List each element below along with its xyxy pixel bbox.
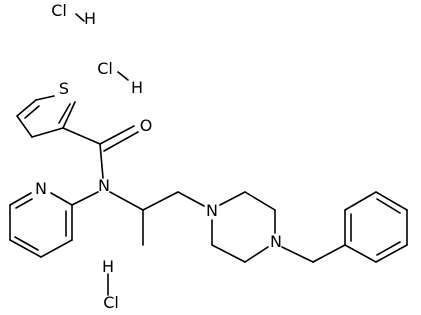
ring-bond: [31, 127, 64, 138]
sulfur-label: S: [59, 79, 69, 98]
n-c-bond: [71, 191, 99, 206]
c-n-bond: [99, 143, 104, 179]
c-o-double-bond: [99, 125, 135, 145]
ring-double-bond: [24, 105, 40, 119]
ring-bond: [211, 244, 246, 263]
hydrogen-label: H: [102, 257, 114, 276]
ring-bond: [50, 192, 73, 206]
c-c-bond: [142, 191, 179, 211]
h-cl-bond: [75, 13, 85, 22]
ring-bond: [62, 101, 76, 129]
c-n-bond: [177, 191, 205, 207]
ring-bond: [375, 244, 408, 263]
chlorine-label: Cl: [97, 59, 113, 78]
propyl-linker: [109, 191, 205, 246]
ring-double-bond: [58, 103, 71, 124]
ring-bond: [344, 191, 377, 211]
amide-nitrogen-label: N: [98, 176, 110, 195]
ring-bond: [16, 99, 37, 117]
ring-bond: [344, 244, 377, 263]
ring-bond: [16, 115, 33, 138]
c-c-bond: [62, 127, 101, 145]
ring-bond: [35, 95, 55, 101]
benzyl-group: [281, 244, 346, 263]
hcl-salt-2: [117, 71, 129, 81]
benzene-ring: [344, 191, 408, 263]
chlorine-label: Cl: [103, 293, 119, 312]
ch2-ring-bond: [312, 244, 346, 263]
n-ch2-bond: [281, 246, 314, 263]
ring-bond: [9, 239, 42, 258]
pyridine-nitrogen-label: N: [35, 179, 47, 198]
ring-double-bond: [376, 241, 401, 256]
hydrogen-label: H: [131, 78, 143, 97]
ring-double-bond: [14, 236, 39, 251]
ring-double-bond: [15, 198, 33, 209]
oxygen-label: O: [140, 116, 153, 135]
n-c-bond: [109, 191, 144, 211]
ring-bond: [219, 191, 246, 206]
hydrogen-label: H: [84, 9, 96, 28]
ring-double-bond: [376, 198, 401, 214]
pyridine-ring: [9, 191, 99, 258]
ring-bond: [375, 191, 408, 211]
ring-bond: [40, 239, 73, 258]
hcl-salt-1: [75, 13, 85, 22]
ring-bond: [244, 246, 269, 263]
ring-bond: [9, 192, 32, 206]
ring-bond: [244, 191, 276, 211]
chlorine-label: Cl: [51, 1, 67, 20]
piperazine-ring: [211, 191, 276, 263]
c-o-double-bond: [103, 131, 139, 152]
piperazine-nitrogen-label: N: [270, 232, 282, 251]
carbonyl-group: [62, 125, 139, 179]
thiophene-ring: [16, 95, 76, 138]
h-cl-bond: [117, 71, 129, 81]
piperazine-nitrogen-label: N: [206, 201, 218, 220]
